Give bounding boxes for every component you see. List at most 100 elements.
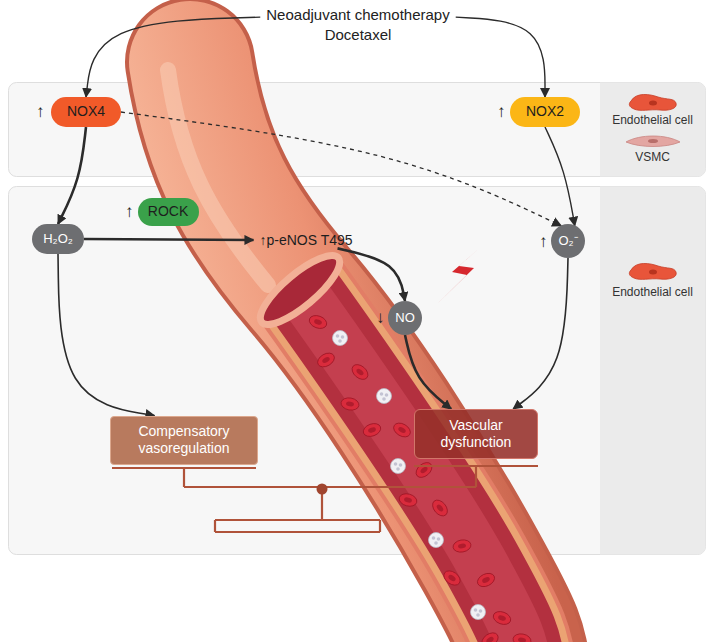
panel-strip: [600, 187, 706, 555]
red-blood-cell: [361, 421, 382, 438]
cell-body: [512, 633, 532, 642]
vessel-cross-section: [251, 246, 348, 335]
cell-granule: [380, 392, 384, 396]
cell-body: [441, 568, 463, 588]
red-blood-cell: [349, 362, 371, 383]
outcome-box: Vascular dysfunction: [414, 409, 538, 459]
cell-granule: [382, 397, 386, 401]
cell-body: [398, 492, 418, 508]
cell-body: [349, 362, 371, 383]
red-blood-cell: [307, 313, 328, 330]
scale-beam: [184, 486, 476, 488]
cell-granule: [394, 462, 398, 466]
node-text: Docetaxel: [266, 25, 449, 45]
cell-granule: [385, 393, 389, 397]
red-blood-cell: [512, 633, 532, 642]
arrow-connector: [513, 258, 568, 409]
red-blood-cell: [413, 460, 435, 481]
cell-center: [518, 637, 527, 642]
cell-body: [479, 630, 501, 642]
cell-type-label: Endothelial cell: [600, 285, 705, 299]
change-arrow: ↑: [125, 203, 134, 221]
cell-nucleus: [648, 139, 658, 143]
node-text: Compensatory vasoregulation: [121, 423, 247, 458]
vessel-outline: [190, 62, 530, 642]
red-blood-cell: [315, 350, 337, 369]
cell-body: [340, 397, 360, 412]
cell-nucleus: [649, 270, 657, 275]
cell-granule: [399, 463, 403, 467]
cell-body: [391, 459, 406, 474]
enzyme-pill: NOX2: [510, 97, 580, 127]
node-text: NOX4: [67, 104, 105, 119]
cell-panel: Endothelial cellVSMCNOX4NOX2: [8, 82, 705, 176]
node-text: ↑p-eNOS T495: [259, 232, 352, 249]
vessel-highlight: [168, 70, 268, 285]
node-text: O₂⁻: [558, 234, 577, 248]
cell-granule: [476, 613, 480, 617]
cell-center: [404, 497, 413, 504]
cell-center: [481, 576, 490, 584]
white-blood-cell: [391, 459, 406, 474]
kinase-pill: ROCK: [138, 198, 199, 226]
cell-body: [361, 421, 382, 438]
red-blood-cell: [398, 492, 418, 508]
endothelial-cell-icon: [629, 94, 676, 110]
cell-center: [436, 503, 445, 512]
red-blood-cell: [479, 630, 501, 642]
cell-center: [321, 356, 330, 364]
cell-granule: [341, 335, 345, 339]
scale-pivot: [317, 484, 328, 495]
scale-foot: [214, 520, 216, 532]
arrow-connector: [84, 238, 253, 242]
white-blood-cell: [333, 331, 348, 346]
panel-strip: [600, 83, 706, 177]
cell-granule: [396, 467, 400, 471]
cell-center: [346, 401, 355, 407]
cell-nucleus: [649, 101, 657, 106]
cell-granule: [479, 609, 483, 613]
red-blood-cell: [475, 571, 496, 589]
change-arrow: ↑: [36, 103, 45, 121]
change-arrow: ↓: [376, 309, 385, 327]
arrow-connector: [338, 248, 405, 301]
arrow-connector: [545, 127, 575, 226]
white-blood-cell: [471, 605, 486, 620]
red-blood-cell: [391, 420, 413, 439]
cell-body: [315, 350, 337, 369]
scale-foot: [379, 520, 381, 532]
cell-center: [355, 368, 364, 377]
drug-label: Neoadjuvant chemotherapyDocetaxel: [260, 5, 455, 46]
outcome-box: Compensatory vasoregulation: [110, 416, 258, 465]
cell-body: [452, 539, 472, 554]
scale-hanger: [475, 466, 477, 487]
cell-body: [491, 609, 512, 626]
cell-body: [475, 571, 496, 589]
cell-body: [391, 420, 413, 439]
cell-center: [458, 543, 467, 549]
node-text: Neoadjuvant chemotherapy: [266, 5, 449, 25]
molecule-circle: O₂⁻: [551, 224, 585, 258]
arrow-connector: [58, 127, 86, 224]
molecule-circle: NO: [388, 301, 422, 335]
scale-base: [215, 519, 380, 521]
cell-granule: [437, 537, 441, 541]
change-arrow: ↑: [497, 103, 506, 121]
cell-body: [307, 313, 328, 330]
cell-granule: [432, 536, 436, 540]
arrow-connector: [121, 112, 561, 226]
lightning-bolt: [438, 246, 482, 303]
phospho-label: ↑p-eNOS T495: [253, 232, 358, 249]
red-blood-cell: [452, 539, 472, 554]
node-text: NOX2: [526, 104, 564, 119]
cell-center: [497, 614, 506, 621]
cell-granule: [434, 541, 438, 545]
change-arrow: ↑: [539, 233, 548, 251]
scale-base: [215, 531, 380, 533]
arrow-connector: [456, 17, 545, 97]
cell-type-label: Endothelial cell: [600, 113, 705, 127]
endothelial-cell-icon: [629, 263, 676, 279]
scale-hanger: [183, 468, 185, 487]
